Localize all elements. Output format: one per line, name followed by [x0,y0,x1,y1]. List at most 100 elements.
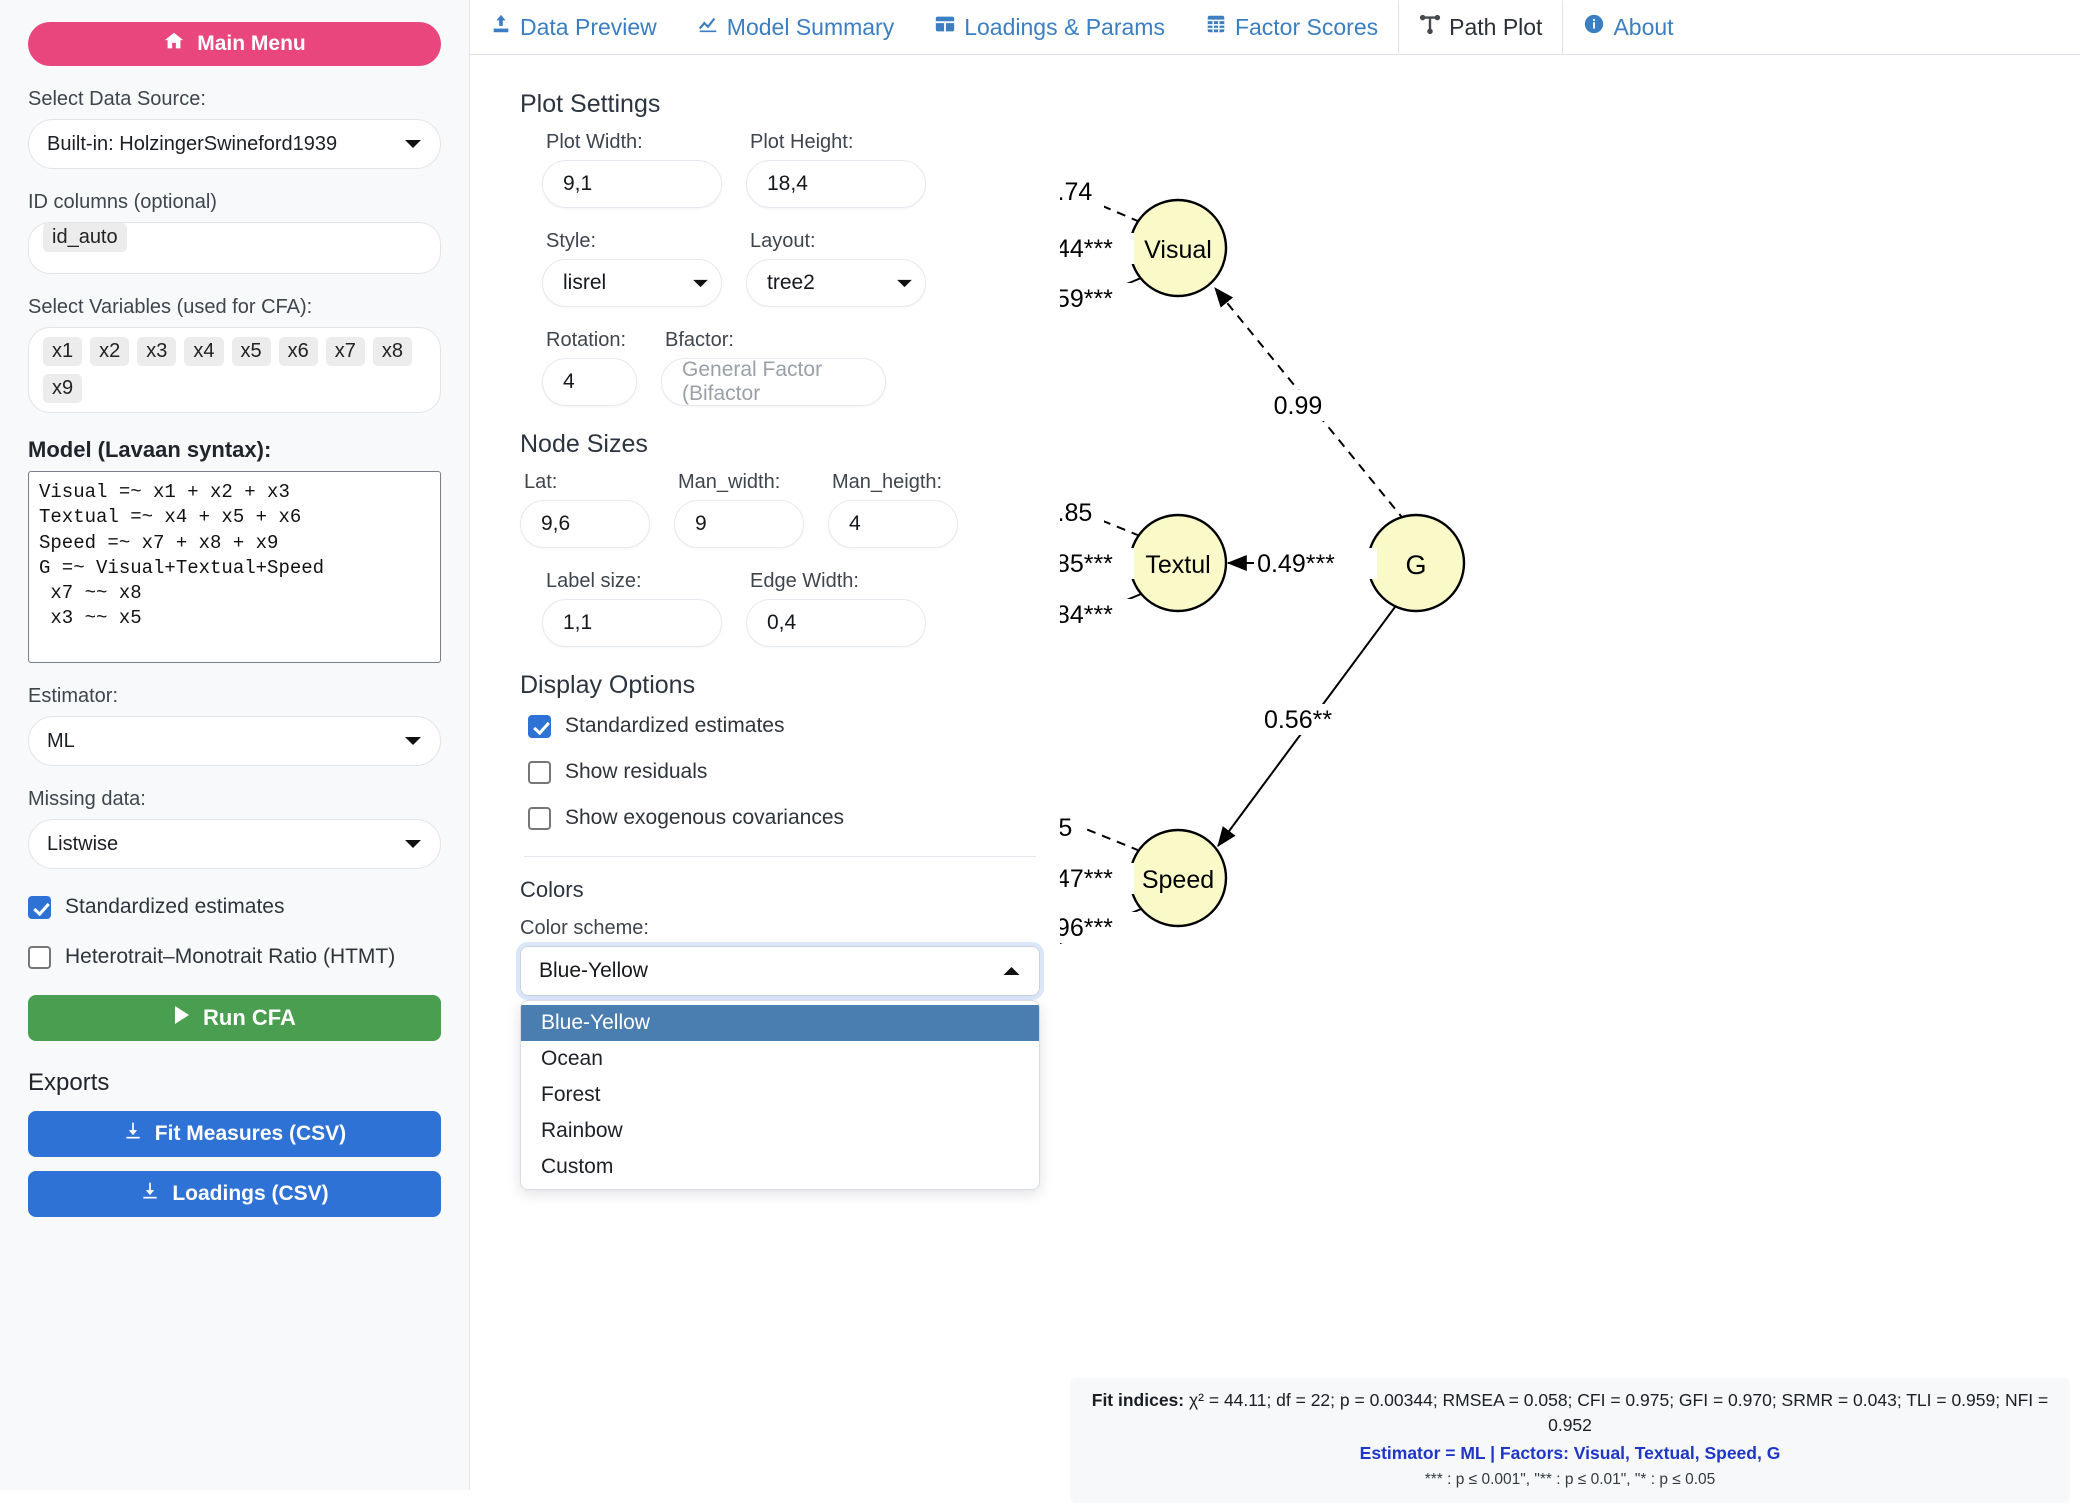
estimator-label: Estimator: [28,685,119,707]
standardized-estimates-row[interactable]: Standardized estimates [28,895,441,919]
plot-height-input[interactable]: 18,4 [746,160,926,208]
edge-label-textual-x4: 0.85 [1032,497,1104,528]
edge-label: 0.35 [1060,814,1072,842]
tab-path-plot[interactable]: Path Plot [1398,0,1564,54]
opt-exogenous-label: Show exogenous covariances [565,806,845,829]
opt-residuals-row[interactable]: Show residuals [528,760,1040,784]
path-plot: x1 x2 x3 x4 x5 x6 x7 x8 x9 Visual Textul [840,56,2080,1490]
variable-tag[interactable]: x4 [184,337,224,366]
variable-tag[interactable]: x5 [231,337,271,366]
fit-indices-values: χ² = 44.11; df = 22; p = 0.00344; RMSEA … [1184,1390,2049,1435]
missing-data-select[interactable]: Listwise [28,819,441,869]
tab-factor-scores[interactable]: Factor Scores [1185,0,1398,54]
edge-label-speed-x8: 0.47*** [1014,863,1134,894]
variable-tag[interactable]: x1 [43,337,83,366]
id-columns-label: ID columns (optional) [28,191,217,213]
variable-tag[interactable]: x2 [90,337,130,366]
variable-tag[interactable]: x8 [372,337,412,366]
variable-tag[interactable]: x3 [137,337,177,366]
color-scheme-option[interactable]: Forest [541,1083,601,1106]
plot-height-label: Plot Height: [750,131,854,153]
edge-label: 0.85*** [1060,550,1113,578]
variables-input[interactable]: x1 x2 x3 x4 x5 x6 x7 x8 x9 [28,327,441,413]
data-source-value: Built-in: HolzingerSwineford1939 [47,132,338,155]
tab-loadings-params[interactable]: Loadings & Params [914,0,1185,54]
data-source-select[interactable]: Built-in: HolzingerSwineford1939 [28,119,441,169]
plot-settings-panel: Plot Settings Plot Width: 9,1 Plot Heigh… [500,66,1060,1490]
tab-about[interactable]: About [1563,0,1693,54]
download-icon [140,1181,160,1207]
edge-width-input[interactable]: 0,4 [746,599,926,647]
edge-label: 0.49*** [1257,550,1335,578]
main-menu-button[interactable]: Main Menu [28,22,441,66]
estimator-select[interactable]: ML [28,716,441,766]
htmt-row[interactable]: Heterotrait–Monotrait Ratio (HTMT) [28,945,441,969]
edge-label: 0.74 [1060,178,1092,206]
label-size-input[interactable]: 1,1 [542,599,722,647]
id-columns-input[interactable]: id_auto [28,222,441,274]
layout-select[interactable]: tree2 [746,259,926,307]
tab-data-preview[interactable]: Data Preview [470,0,677,54]
edge-label: 0.47*** [1060,865,1113,893]
style-select[interactable]: lisrel [542,259,722,307]
layout-value: tree2 [767,271,815,294]
man-height-label: Man_heigth: [832,471,943,493]
tab-bar: Data Preview Model Summary Loadings & Pa… [470,0,2080,55]
edge-label-visual-x1: 0.74 [1032,177,1104,208]
style-label: Style: [546,230,597,252]
estimator-summary: Estimator = ML | Factors: Visual, Textua… [1359,1442,1781,1463]
variable-tag[interactable]: x6 [278,337,318,366]
export-loadings-button[interactable]: Loadings (CSV) [28,1171,441,1217]
edge-label: 0.84*** [1060,601,1113,629]
layout-label: Layout: [750,230,816,252]
latent-node-speed: Speed [1128,828,1228,928]
man-width-input[interactable]: 9 [674,500,804,548]
standardized-estimates-label: Standardized estimates [65,895,285,918]
tab-label: About [1613,13,1674,40]
opt-residuals-checkbox[interactable] [528,760,551,784]
edge-label: 0.85 [1060,499,1092,527]
divider [524,856,1036,857]
color-scheme-label: Color scheme: [520,917,649,939]
color-scheme-options-list: Blue-Yellow Ocean Forest Rainbow Custom [520,1000,1040,1190]
opt-exogenous-row[interactable]: Show exogenous covariances [528,806,1040,830]
upload-icon [490,13,512,41]
lat-input[interactable]: 9,6 [520,500,650,548]
path-diagram-svg: x1 x2 x3 x4 x5 x6 x7 x8 x9 Visual Textul [840,122,1466,1005]
htmt-checkbox[interactable] [28,945,51,969]
variable-tag[interactable]: x7 [325,337,365,366]
rotation-input[interactable]: 4 [542,358,637,406]
edge-label-g-visual: 0.99 [1262,390,1334,421]
edge-label-speed-x9: 0.96*** [1013,912,1136,943]
network-icon [1419,13,1441,41]
chevron-up-icon [1002,959,1021,983]
latent-node-visual: Visual [1128,198,1228,298]
tab-model-summary[interactable]: Model Summary [677,0,914,54]
exports-header: Exports [28,1069,110,1096]
color-scheme-option[interactable]: Custom [541,1155,614,1178]
table-icon [934,13,956,41]
color-scheme-option[interactable]: Blue-Yellow [521,1005,1039,1041]
chevron-down-icon [896,271,913,295]
plot-width-label: Plot Width: [546,131,643,153]
man-height-input[interactable]: 4 [828,500,958,548]
estimator-value: ML [47,729,75,752]
model-syntax-textarea[interactable]: Visual =~ x1 + x2 + x3 Textual =~ x4 + x… [28,471,441,663]
plot-width-input[interactable]: 9,1 [542,160,722,208]
color-scheme-option[interactable]: Rainbow [541,1119,623,1142]
label-size-label: Label size: [546,570,642,592]
standardized-estimates-checkbox[interactable] [28,895,51,919]
play-icon [173,1005,191,1031]
opt-standardized-row[interactable]: Standardized estimates [528,714,1040,738]
fit-indices-prefix: Fit indices: [1091,1390,1185,1410]
opt-exogenous-checkbox[interactable] [528,806,551,830]
variable-tag[interactable]: x9 [43,374,83,403]
color-scheme-select[interactable]: Blue-Yellow [520,946,1040,996]
id-column-tag[interactable]: id_auto [43,223,127,252]
run-cfa-button[interactable]: Run CFA [28,995,441,1041]
bfactor-input[interactable]: General Factor (Bifactor [661,358,886,406]
color-scheme-option[interactable]: Ocean [541,1047,603,1070]
opt-standardized-checkbox[interactable] [528,714,551,738]
export-fit-measures-button[interactable]: Fit Measures (CSV) [28,1111,441,1157]
edge-label: 0.99 [1274,392,1323,420]
